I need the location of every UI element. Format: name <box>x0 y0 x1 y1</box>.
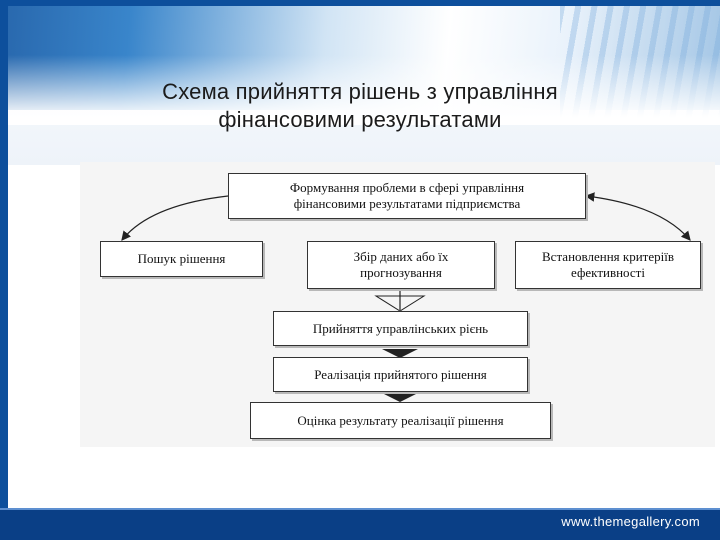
data-collection-line1: Збір даних або їх <box>353 249 449 264</box>
top-frame <box>0 0 720 6</box>
evaluation-label: Оцінка результату реалізації рішення <box>297 412 504 428</box>
problem-line2: фінансовими результатами підприємства <box>293 196 521 211</box>
search-solution-label: Пошук рішення <box>137 251 226 266</box>
footer-line <box>0 508 720 510</box>
arrowhead-step1 <box>374 295 426 312</box>
problem-line1: Формування проблеми в сфері управління <box>289 180 525 195</box>
evaluation-box: Оцінка результату реалізації рішення <box>250 402 551 439</box>
footer-url: www.themegallery.com <box>561 514 700 529</box>
arrow-to-criteria <box>584 192 691 241</box>
slide-title: Схема прийняття рішень з управління фіна… <box>110 78 610 134</box>
slide-title-line1: Схема прийняття рішень з управління <box>162 79 558 104</box>
criteria-box: Встановлення критеріїв ефективності <box>515 241 701 289</box>
arrowhead-step2 <box>382 349 418 358</box>
arrowhead-step3 <box>382 393 418 402</box>
footer-bar <box>0 508 720 540</box>
decision-making-box: Прийняття управлінських рієнь <box>273 311 528 346</box>
search-solution-box: Пошук рішення <box>100 241 263 277</box>
slide-title-line2: фінансовими результатами <box>218 107 502 132</box>
left-frame <box>0 0 8 540</box>
decision-making-label: Прийняття управлінських рієнь <box>312 320 489 336</box>
problem-box: Формування проблеми в сфері управління ф… <box>228 173 586 219</box>
data-collection-box: Збір даних або їх прогнозування <box>307 241 495 289</box>
arrow-to-search <box>121 195 229 241</box>
implementation-box: Реалізація прийнятого рішення <box>273 357 528 392</box>
implementation-label: Реалізація прийнятого рішення <box>314 366 487 382</box>
criteria-line1: Встановлення критеріїв <box>542 249 674 264</box>
data-collection-line2: прогнозування <box>360 265 442 280</box>
criteria-line2: ефективності <box>571 265 645 280</box>
header-fade <box>0 55 720 125</box>
